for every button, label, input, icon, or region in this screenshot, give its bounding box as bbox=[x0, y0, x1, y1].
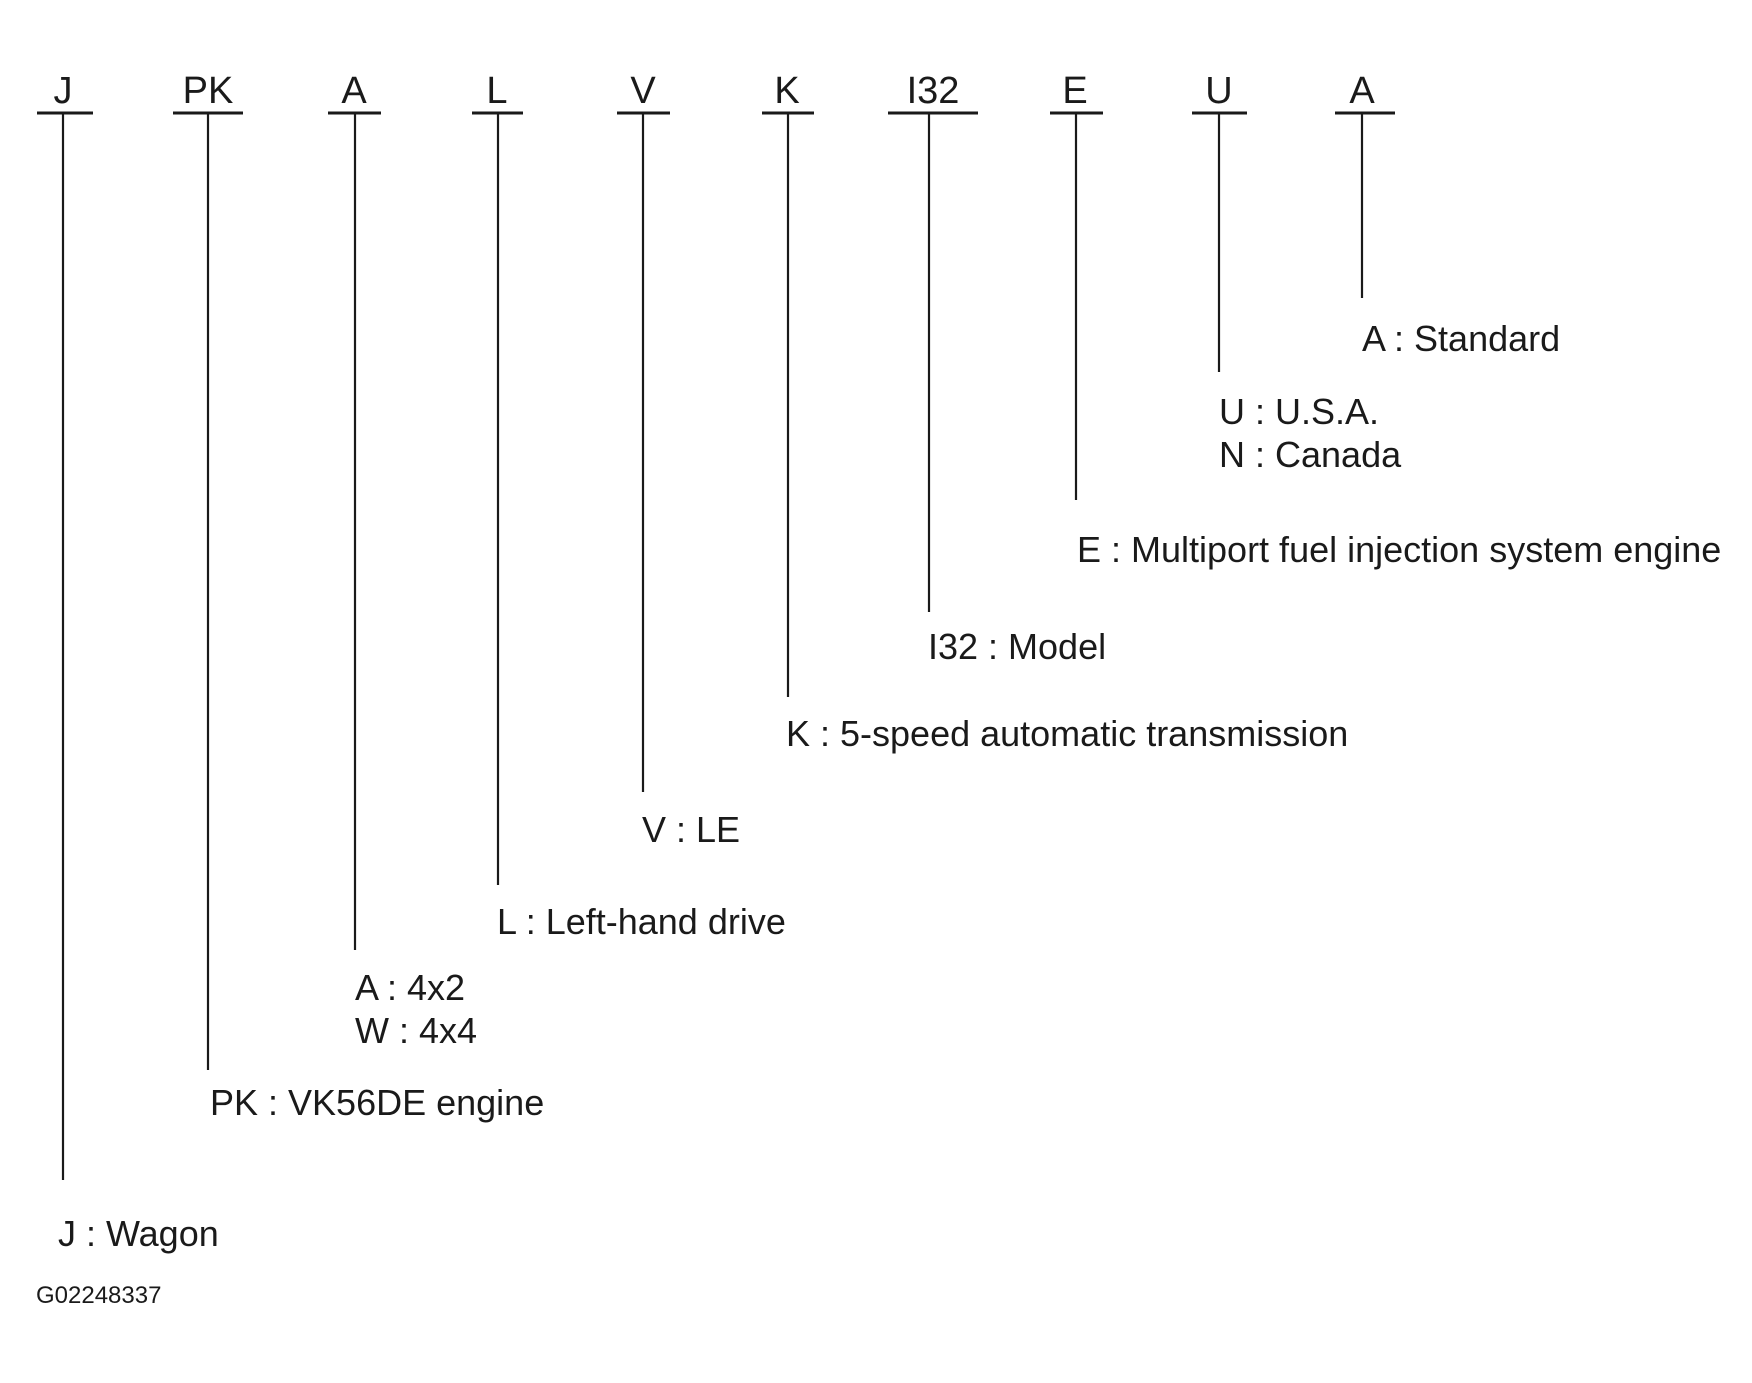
code-segment-i32: I32 I32 : Model bbox=[888, 70, 1106, 667]
code-letter-k: K bbox=[774, 70, 799, 112]
code-letter-pk: PK bbox=[183, 70, 234, 112]
description-v-le: V : LE bbox=[642, 809, 740, 850]
code-segment-u: U U : U.S.A. N : Canada bbox=[1192, 70, 1402, 475]
code-segment-v: V V : LE bbox=[617, 70, 740, 850]
code-letter-v: V bbox=[630, 70, 656, 112]
description-i32-model: I32 : Model bbox=[928, 626, 1106, 667]
code-segment-pk: PK PK : VK56DE engine bbox=[173, 70, 544, 1123]
description-n-canada: N : Canada bbox=[1219, 434, 1402, 475]
code-letter-u: U bbox=[1205, 70, 1232, 112]
code-segment-e: E E : Multiport fuel injection system en… bbox=[1050, 70, 1721, 570]
code-letter-l: L bbox=[486, 70, 507, 112]
description-u-usa: U : U.S.A. bbox=[1219, 391, 1379, 432]
code-segment-j: J J : Wagon bbox=[37, 70, 219, 1254]
code-segment-l: L L : Left-hand drive bbox=[472, 70, 786, 942]
description-k-transmission: K : 5-speed automatic transmission bbox=[786, 713, 1348, 754]
description-e-fuel-injection: E : Multiport fuel injection system engi… bbox=[1077, 529, 1721, 570]
description-a-4x2: A : 4x2 bbox=[355, 967, 465, 1008]
description-l-left-hand-drive: L : Left-hand drive bbox=[497, 901, 786, 942]
figure-id: G02248337 bbox=[36, 1282, 161, 1309]
description-a-standard: A : Standard bbox=[1362, 318, 1560, 359]
description-w-4x4: W : 4x4 bbox=[355, 1010, 477, 1051]
description-pk-engine: PK : VK56DE engine bbox=[210, 1082, 544, 1123]
code-segment-k: K K : 5-speed automatic transmission bbox=[762, 70, 1348, 754]
code-letter-a-standard: A bbox=[1349, 70, 1375, 112]
code-letter-e: E bbox=[1062, 70, 1087, 112]
code-letter-i32: I32 bbox=[907, 70, 960, 112]
code-letter-j: J bbox=[54, 70, 73, 112]
code-letter-a-drive: A bbox=[341, 70, 367, 112]
description-j-wagon: J : Wagon bbox=[58, 1213, 219, 1254]
code-segment-a-drive: A A : 4x2 W : 4x4 bbox=[328, 70, 477, 1051]
code-segment-a-standard: A A : Standard bbox=[1335, 70, 1560, 359]
